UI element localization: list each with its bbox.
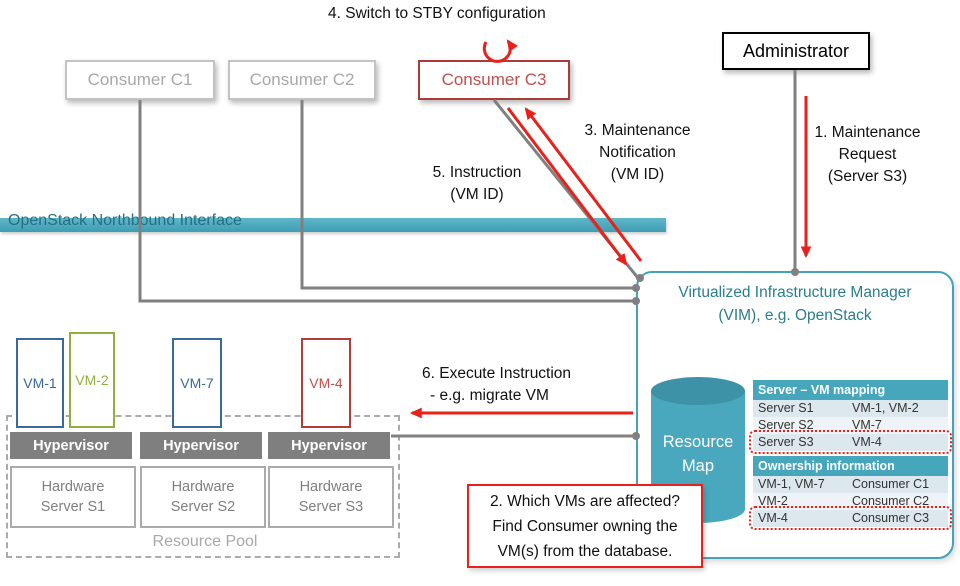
hypervisor-3-box: Hypervisor (268, 432, 390, 459)
server-vm-mapping-table: Server – VM mapping Server S1 VM-1, VM-2… (753, 380, 948, 451)
vm-7-label: VM-7 (180, 375, 214, 391)
consumer-cell: Consumer C1 (852, 477, 930, 491)
vm-2-label: VM-2 (75, 372, 109, 388)
vm-2-box: VM-2 (69, 332, 115, 428)
arrow-4-stby-loop (482, 39, 518, 63)
consumer-cell: Consumer C2 (852, 494, 930, 508)
vm-4-label: VM-4 (309, 375, 343, 391)
consumer-c1-box: Consumer C1 (65, 60, 215, 100)
step6-label: 6. Execute Instruction - e.g. migrate VM (422, 365, 572, 404)
ownership-row-c3: VM-4 Consumer C3 (753, 510, 948, 527)
administrator-label: Administrator (742, 40, 850, 61)
vm-7-box: VM-7 (172, 338, 222, 428)
server-cell: Server S2 (758, 418, 814, 432)
ownership-information-table: Ownership information VM-1, VM-7 Consume… (753, 456, 948, 527)
step2-callout-box: 2. Which VMs are affected? Find Consumer… (467, 484, 703, 568)
vms-cell: VM-2 (758, 494, 788, 508)
mapping-row-server-s1: Server S1 VM-1, VM-2 (753, 400, 948, 417)
ownership-information-header: Ownership information (753, 456, 948, 476)
resource-pool-label: Resource Pool (152, 533, 258, 550)
resource-map-label: Resource Map (662, 433, 734, 475)
ownership-row-c1: VM-1, VM-7 Consumer C1 (753, 476, 948, 493)
mapping-row-server-s2: Server S2 VM-7 (753, 417, 948, 434)
vim-title: Virtualized Infrastructure Manager (VIM)… (678, 284, 912, 324)
consumer-c3-label: Consumer C3 (441, 70, 547, 89)
hypervisor-2-box: Hypervisor (140, 432, 262, 459)
vms-cell: VM-1, VM-7 (758, 477, 825, 491)
highlight-server-s3-row (749, 430, 952, 454)
consumer-c2-label: Consumer C2 (249, 70, 355, 89)
step4-label: 4. Switch to STBY configuration (328, 5, 546, 22)
vm-1-box: VM-1 (16, 338, 64, 428)
hypervisor-1-box: Hypervisor (10, 432, 132, 459)
step5-label: 5. Instruction (VM ID) (432, 164, 522, 203)
administrator-box: Administrator (722, 32, 870, 70)
northbound-interface-label: OpenStack Northbound Interface (8, 212, 242, 229)
vms-cell: VM-7 (852, 418, 882, 432)
vms-cell: VM-1, VM-2 (852, 401, 919, 415)
consumer-c3-box: Consumer C3 (418, 60, 570, 100)
vms-cell: VM-4 (852, 435, 882, 449)
vms-cell: VM-4 (758, 511, 788, 525)
step3-label: 3. Maintenance Notification (VM ID) (584, 122, 691, 183)
vm-1-label: VM-1 (23, 375, 57, 391)
ownership-row-c2: VM-2 Consumer C2 (753, 493, 948, 510)
server-vm-mapping-header: Server – VM mapping (753, 380, 948, 400)
consumer-cell: Consumer C3 (852, 511, 930, 525)
vm-4-box: VM-4 (301, 338, 351, 428)
step1-label: 1. Maintenance Request (Server S3) (814, 124, 921, 185)
consumer-c2-box: Consumer C2 (228, 60, 376, 100)
highlight-vm4-owner-row (749, 506, 952, 530)
mapping-row-server-s3: Server S3 VM-4 (753, 434, 948, 451)
consumer-c1-label: Consumer C1 (87, 70, 193, 89)
server-cell: Server S1 (758, 401, 814, 415)
server-cell: Server S3 (758, 435, 814, 449)
